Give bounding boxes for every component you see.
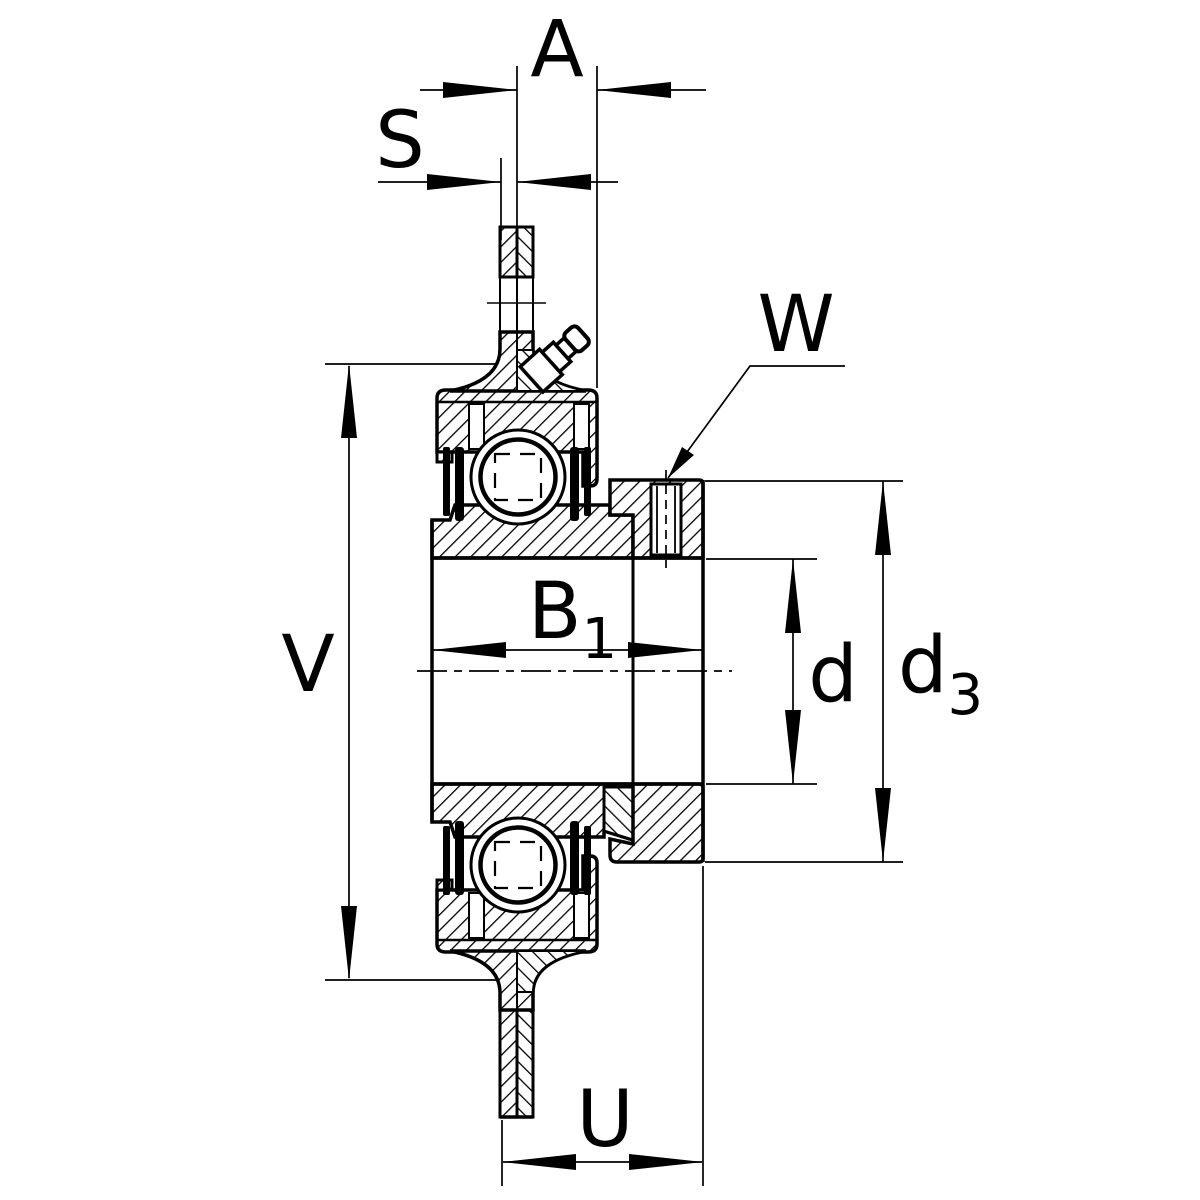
dim-label-V: V xyxy=(281,620,334,710)
set-screw xyxy=(649,470,683,568)
dimension-arrowheads xyxy=(341,82,891,1170)
dim-W-leader xyxy=(667,365,845,479)
dim-label-d: d xyxy=(808,630,858,720)
inner-ring-boss-end xyxy=(602,785,635,843)
dim-label-d3: d3 xyxy=(898,621,983,728)
dimension-labels: A S W B1 V d d3 U xyxy=(281,5,983,1165)
dim-label-B1: B1 xyxy=(528,567,617,672)
ball-bottom xyxy=(478,825,558,905)
dim-label-S: S xyxy=(375,96,425,186)
grease-nipple xyxy=(517,324,591,395)
dim-label-W: W xyxy=(757,280,834,370)
flange-stem-bottom xyxy=(449,949,587,1119)
ball-top-center-mark xyxy=(493,452,543,502)
seals xyxy=(443,447,591,895)
bearing-internals xyxy=(430,428,705,914)
dim-label-U: U xyxy=(576,1075,633,1165)
ball-top xyxy=(478,437,558,517)
ball-bottom-center-mark xyxy=(493,840,543,890)
dim-label-A: A xyxy=(530,5,583,95)
